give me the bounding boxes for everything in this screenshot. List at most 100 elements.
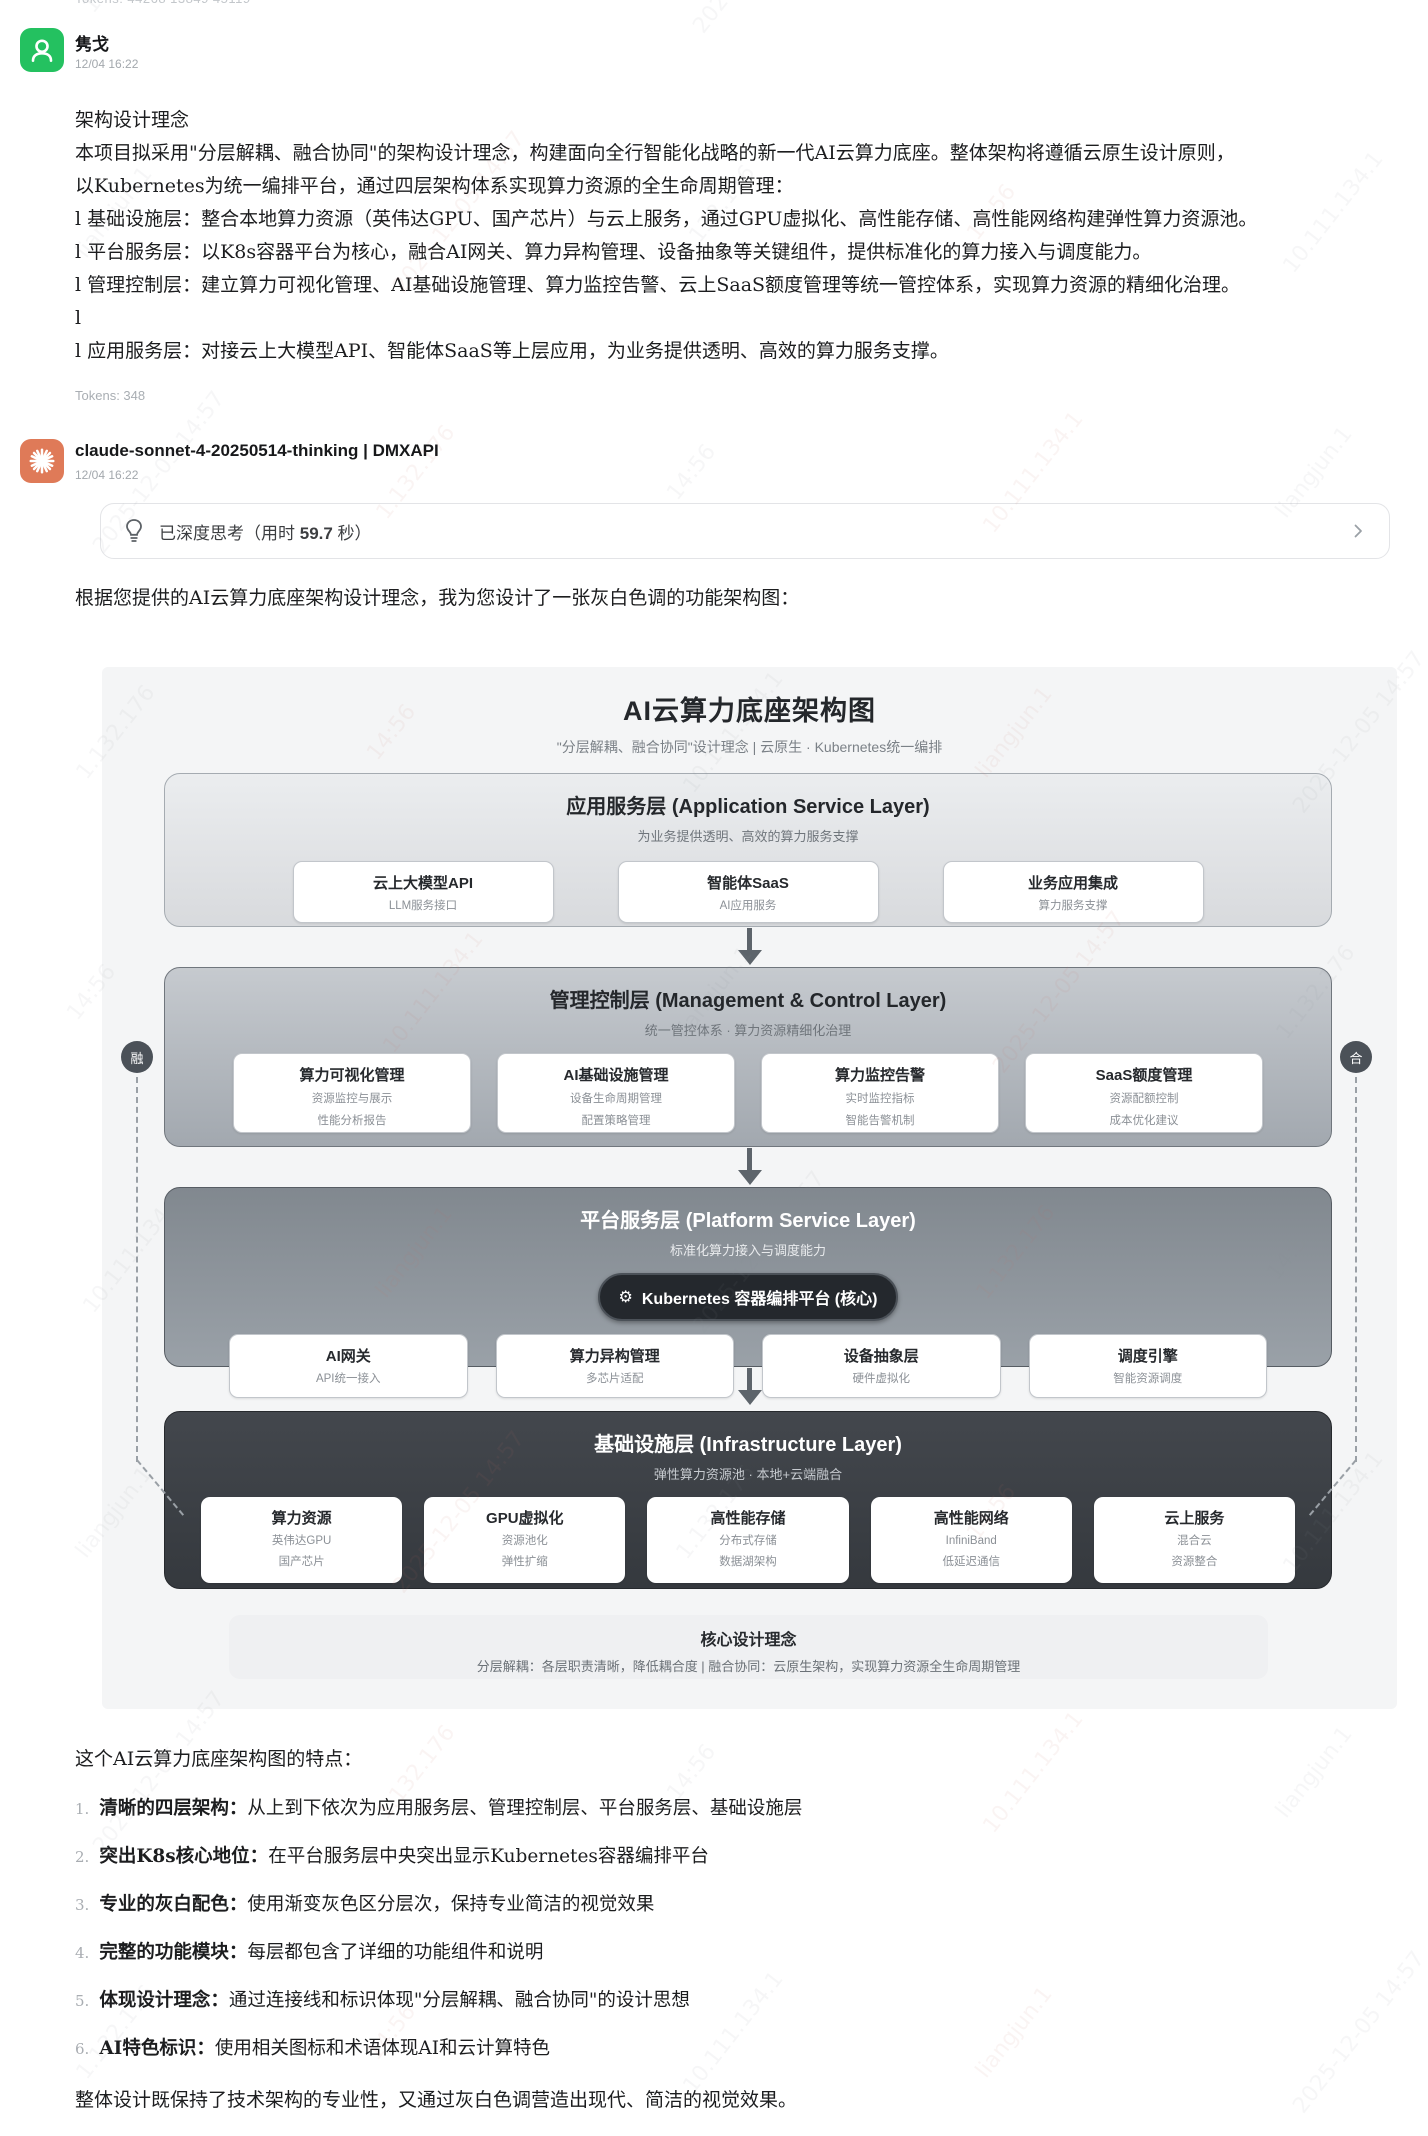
list-label: 清晰的四层架构：	[99, 1798, 248, 1819]
thinking-summary: 已深度思考（用时 59.7 秒）	[159, 523, 372, 543]
list-label: 完整的功能模块：	[99, 1942, 248, 1963]
features-list: 1. 清晰的四层架构：从上到下依次为应用服务层、管理控制层、平台服务层、基础设施层…	[75, 1792, 1410, 2080]
card-line: LLM服务接口	[388, 900, 458, 912]
layer-management-control: 管理控制层 (Management & Control Layer) 统一管控体…	[164, 967, 1332, 1147]
card-title: AI基础设施管理	[563, 1067, 669, 1084]
module-card: AI网关 API统一接入	[229, 1334, 468, 1398]
module-card: 云上大模型API LLM服务接口	[292, 861, 554, 923]
user-avatar	[20, 28, 64, 72]
features-heading: 这个AI云算力底座架构图的特点：	[75, 1748, 363, 1770]
user-message-line: l 基础设施层：整合本地算力资源（英伟达GPU、国产芯片）与云上服务，通过GPU…	[75, 208, 1258, 230]
card-title: 云上大模型API	[372, 875, 473, 892]
list-number: 3.	[75, 1896, 90, 1914]
list-item: 3. 专业的灰白配色：使用渐变灰色区分层次，保持专业简洁的视觉效果	[75, 1888, 1410, 1922]
layer-subtitle: 标准化算力接入与调度能力	[669, 1243, 826, 1258]
chevron-right-icon[interactable]	[1349, 522, 1367, 540]
user-message-line: l 平台服务层：以K8s容器平台为核心，融合AI网关、算力异构管理、设备抽象等关…	[75, 241, 1152, 263]
user-name: 隽戈	[75, 35, 109, 54]
card-line: 设备生命周期管理	[570, 1093, 662, 1105]
fusion-badge-left: 融	[121, 1041, 153, 1073]
module-card: 算力异构管理 多芯片适配	[495, 1334, 734, 1398]
layer-platform-service: 平台服务层 (Platform Service Layer) 标准化算力接入与调…	[164, 1187, 1332, 1398]
list-number: 1.	[75, 1800, 90, 1818]
list-label: 专业的灰白配色：	[99, 1894, 248, 1915]
module-card: 设备抽象层 硬件虚拟化	[762, 1334, 1001, 1398]
module-card: SaaS额度管理 资源配额控制 成本优化建议	[1025, 1053, 1263, 1133]
card-title: 算力监控告警	[834, 1067, 925, 1084]
card-line: 配置策略管理	[581, 1115, 651, 1127]
list-number: 5.	[75, 1992, 90, 2010]
assistant-intro-text: 根据您提供的AI云算力底座架构设计理念，我为您设计了一张灰白色调的功能架构图：	[75, 587, 800, 609]
card-line: 硬件虚拟化	[852, 1373, 911, 1385]
list-text: 使用相关图标和术语体现AI和云计算特色	[214, 2038, 550, 2059]
core-concept-text: 分层解耦：各层职责清晰，降低耦合度 | 融合协同：云原生架构，实现算力资源全生命…	[476, 1659, 1021, 1674]
card-title: AI网关	[325, 1348, 371, 1365]
list-number: 2.	[75, 1848, 90, 1866]
card-line: AI应用服务	[719, 900, 777, 912]
fusion-badge-right: 合	[1340, 1041, 1372, 1073]
card-title: 高性能网络	[933, 1510, 1009, 1527]
layer-cards: 算力资源 英伟达GPU 国产芯片 GPU虚拟化 资源池化 弹性扩缩 高性能存储 …	[165, 1497, 1331, 1583]
watermark-text: 1.132.176	[972, 0, 1061, 4]
core-concept-title: 核心设计理念	[700, 1632, 797, 1649]
list-number: 6.	[75, 2040, 90, 2058]
list-text: 从上到下依次为应用服务层、管理控制层、平台服务层、基础设施层	[247, 1798, 803, 1819]
dashed-connector-right	[1355, 1077, 1357, 1462]
down-arrow-icon	[737, 928, 763, 965]
layer-infrastructure: 基础设施层 (Infrastructure Layer) 弹性算力资源池 · 本…	[164, 1411, 1332, 1589]
card-line: 成本优化建议	[1109, 1115, 1179, 1127]
diagram-subtitle: "分层解耦、融合协同"设计理念 | 云原生 · Kubernetes统一编排	[556, 739, 943, 755]
module-card: 调度引擎 智能资源调度	[1028, 1334, 1267, 1398]
architecture-diagram-image[interactable]: AI云算力底座架构图 "分层解耦、融合协同"设计理念 | 云原生 · Kuber…	[102, 667, 1397, 1709]
assistant-timestamp: 12/04 16:22	[75, 468, 139, 482]
module-card: 算力可视化管理 资源监控与展示 性能分析报告	[233, 1053, 471, 1133]
card-title: 算力异构管理	[569, 1348, 660, 1365]
card-title: 业务应用集成	[1027, 875, 1118, 892]
core-concept-box: 核心设计理念 分层解耦：各层职责清晰，降低耦合度 | 融合协同：云原生架构，实现…	[229, 1615, 1268, 1679]
list-item: 2.突出K8s核心地位：在平台服务层中央突出显示Kubernetes容器编排平台	[75, 1840, 1410, 1874]
user-timestamp: 12/04 16:22	[75, 57, 139, 71]
layer-title: 应用服务层 (Application Service Layer)	[566, 796, 930, 818]
starburst-icon	[27, 446, 57, 476]
down-arrow-icon	[737, 1148, 763, 1185]
layer-subtitle: 弹性算力资源池 · 本地+云端融合	[653, 1467, 843, 1482]
card-line: 混合云	[1177, 1535, 1212, 1547]
user-message-line: 本项目拟采用"分层解耦、融合协同"的架构设计理念，构建面向全行智能化战略的新一代…	[75, 142, 1235, 164]
user-message-body: 架构设计理念 本项目拟采用"分层解耦、融合协同"的架构设计理念，构建面向全行智能…	[75, 104, 1410, 368]
lightbulb-icon	[123, 518, 145, 544]
card-title: 云上服务	[1164, 1510, 1225, 1527]
list-text: 使用渐变灰色区分层次，保持专业简洁的视觉效果	[247, 1894, 655, 1915]
layer-title: 平台服务层 (Platform Service Layer)	[580, 1210, 916, 1232]
list-item: 1. 清晰的四层架构：从上到下依次为应用服务层、管理控制层、平台服务层、基础设施层	[75, 1792, 1410, 1826]
layer-subtitle: 统一管控体系 · 算力资源精细化治理	[644, 1023, 852, 1038]
card-title: 调度引擎	[1117, 1348, 1178, 1365]
list-item: 6. AI特色标识：使用相关图标和术语体现AI和云计算特色	[75, 2032, 1410, 2066]
card-line: 资源配额控制	[1109, 1093, 1179, 1105]
card-line: 资源监控与展示	[311, 1093, 393, 1105]
card-line: 英伟达GPU	[271, 1535, 332, 1547]
layer-title: 基础设施层 (Infrastructure Layer)	[594, 1434, 902, 1456]
user-message-line: l	[75, 307, 82, 329]
assistant-avatar	[20, 439, 64, 483]
list-label: AI特色标识：	[99, 2038, 215, 2059]
watermark-text: 2025-12-05 14:57	[688, 0, 830, 38]
thinking-toggle[interactable]: 已深度思考（用时 59.7 秒）	[100, 503, 1390, 559]
closing-paragraph: 整体设计既保持了技术架构的专业性，又通过灰白色调营造出现代、简洁的视觉效果。	[75, 2089, 798, 2111]
user-message-line: 以Kubernetes为统一编排平台，通过四层架构体系实现算力资源的全生命周期管…	[75, 175, 794, 197]
card-line: 弹性扩缩	[501, 1556, 548, 1568]
dashed-connector-left	[136, 1077, 138, 1462]
card-line: 智能告警机制	[845, 1115, 915, 1127]
card-line: 资源整合	[1171, 1556, 1218, 1568]
card-line: InfiniBand	[945, 1535, 997, 1547]
card-title: 设备抽象层	[843, 1348, 919, 1365]
layer-title: 管理控制层 (Management & Control Layer)	[549, 990, 947, 1012]
card-line: 国产芯片	[278, 1556, 325, 1568]
card-title: GPU虚拟化	[486, 1510, 564, 1527]
module-card: GPU虚拟化 资源池化 弹性扩缩	[424, 1497, 626, 1583]
card-title: 高性能存储	[710, 1510, 786, 1527]
module-card: 算力资源 英伟达GPU 国产芯片	[201, 1497, 403, 1583]
module-card: AI基础设施管理 设备生命周期管理 配置策略管理	[497, 1053, 735, 1133]
card-line: 资源池化	[501, 1535, 548, 1547]
layer-cards: AI网关 API统一接入 算力异构管理 多芯片适配 设备抽象层 硬件虚拟化 调度…	[229, 1334, 1267, 1398]
diagram-title: AI云算力底座架构图	[623, 696, 876, 726]
